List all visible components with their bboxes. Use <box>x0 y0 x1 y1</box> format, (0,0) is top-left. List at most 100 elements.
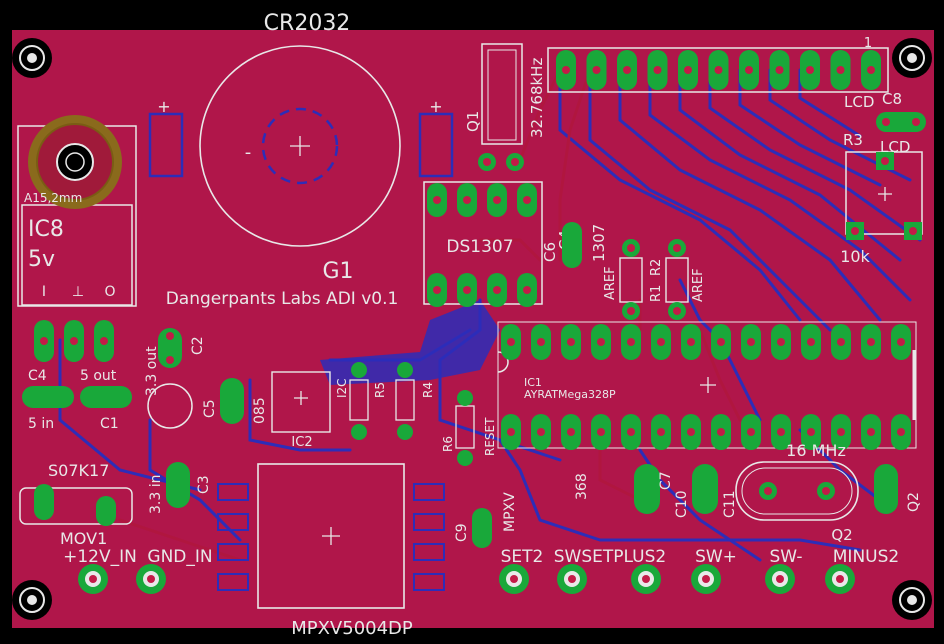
lcd-header-pin-drill <box>684 66 692 74</box>
lcd-header-pin-drill <box>562 66 570 74</box>
rtc-pin-drill <box>463 196 471 204</box>
label-368: 368 <box>574 473 590 500</box>
rtc-pin-drill <box>523 196 531 204</box>
lcd-header-pin-drill <box>623 66 631 74</box>
crystal-q1: Q1 32.768kHz <box>464 43 546 171</box>
cap-3v3-in-label: 3.3 in <box>148 475 164 514</box>
mcu-pin-drill <box>867 338 875 346</box>
regulator-ic8: A15,2mm IC8 5v I ⊥ O <box>17 115 137 362</box>
crystal-q2-cluster: 368 C7 C10 C11 16 MHz Q2 Q2 <box>574 441 922 544</box>
lcd-header-pin-drill <box>714 66 723 74</box>
lcd-header-pin-drill <box>745 66 753 74</box>
battery-plus-right: + <box>429 97 442 116</box>
connector-label: MINUS2 <box>833 547 899 567</box>
mcu-pin-drill <box>537 428 545 436</box>
mcu-pin-drill <box>627 338 635 346</box>
connector-drill <box>642 575 650 583</box>
pot-value: 10k <box>840 247 870 266</box>
regulator-dim: A15,2mm <box>24 191 82 205</box>
lcd-header-pin-drill <box>806 66 814 74</box>
rtc-pin-drill <box>463 286 471 294</box>
cap-c9-label: C9 <box>454 523 470 542</box>
rtc-ds1307: DS1307 C6 C4 1307 <box>423 181 608 307</box>
lcd-header-pin-drill <box>775 66 784 74</box>
r4-label: R4 <box>421 382 435 398</box>
cap-c2-label: C2 <box>190 336 206 355</box>
regulator-pin-out: O <box>104 284 115 300</box>
ic2-cluster: IC2 I2C R5 R4 R6 RESET <box>271 362 497 466</box>
lcd-cap-c8: C8 <box>882 90 902 108</box>
connector-label: SWSETPLUS2 <box>554 547 666 567</box>
mcu-pin-drill <box>657 428 665 436</box>
reset-label: RESET <box>483 417 497 456</box>
cap-c4-left-label: C4 <box>28 368 47 384</box>
rtc-pin-drill <box>493 196 501 204</box>
cap-c3-label: C3 <box>196 475 212 494</box>
mcu-pin-drill <box>627 428 635 436</box>
cap-c5-label: C5 <box>202 399 218 418</box>
battery-name: CR2032 <box>264 11 351 36</box>
battery-plus-left: + <box>157 97 170 116</box>
lcd-header-ref: LCD <box>844 93 874 111</box>
mcu-pin-drill <box>807 338 815 346</box>
mcu-pin-drill <box>537 338 545 346</box>
cap-3v3-out-label: 3.3 out <box>144 346 160 396</box>
cap-c10-label: C10 <box>674 490 690 518</box>
cap-5-in-label: 5 in <box>28 416 54 432</box>
mcu-ic1: IC1 AYRATMega328P <box>497 321 917 450</box>
crystal-q2-ref: Q2 <box>831 526 852 544</box>
battery-holder-g1: CR2032 + + - G1 <box>148 11 454 284</box>
mcu-ref: IC1 <box>524 376 542 389</box>
lcd-pin1-label: 1 <box>864 36 872 51</box>
credit-label: Dangerpants Labs ADI v0.1 <box>166 289 399 309</box>
lcd-pot-r3: R3 LCD 10k <box>840 131 923 266</box>
rtc-label-1307: 1307 <box>590 224 608 262</box>
mcu-pin-drill <box>717 338 725 346</box>
cap-c11-label: C11 <box>722 490 738 518</box>
lcd-header-pin-drill <box>867 66 875 74</box>
mcu-pin-drill <box>657 338 665 346</box>
mcu-pin-drill <box>507 338 515 346</box>
cap-c1-label: C1 <box>100 416 119 432</box>
mounting-hole-bottom-left <box>12 580 52 620</box>
mpxv-label: MPXV <box>502 492 518 532</box>
sensor-name: MPXV5004DP <box>291 618 413 639</box>
label-085: 085 <box>252 397 268 424</box>
connector-label: SET2 <box>501 547 544 567</box>
rtc-cap-c6: C6 <box>541 242 559 262</box>
caps-left-cluster: C2 3.3 out C5 085 C4 5 out 5 in C1 3.3 i… <box>22 328 268 514</box>
aref-label-left: AREF <box>603 266 618 300</box>
mcu-pin-drill <box>597 338 605 346</box>
lcd-header: 1 LCD C8 <box>547 36 926 132</box>
mcu-pin-drill <box>837 338 845 346</box>
crystal-q1-ref: Q1 <box>464 111 482 132</box>
connector-label: +12V_IN <box>63 547 137 567</box>
mcu-name: AYRATMega328P <box>524 388 616 401</box>
regulator-pin-in: I <box>42 284 46 300</box>
pressure-sensor: MPXV5004DP C9 MPXV <box>217 463 518 639</box>
connector-drill <box>836 575 844 583</box>
regulator-ref: IC8 <box>28 217 64 242</box>
cap-c7-label: C7 <box>658 471 674 490</box>
cap-5-out-label: 5 out <box>80 368 117 384</box>
resistors-r1-r2: AREF R1 R2 AREF <box>603 239 706 320</box>
crystal-q1-value: 32.768kHz <box>528 58 546 138</box>
mcu-pin-drill <box>597 428 605 436</box>
connector-drill <box>568 575 576 583</box>
rtc-pin-drill <box>433 196 441 204</box>
connector-drill <box>510 575 518 583</box>
crystal-q2-value: 16 MHz <box>786 441 846 460</box>
mcu-pin-drill <box>567 338 575 346</box>
q2-label-right: Q2 <box>906 492 922 512</box>
mounting-hole-bottom-right <box>892 580 932 620</box>
connector-drill <box>89 575 97 583</box>
mcu-pin-drill <box>897 428 905 436</box>
connector-label: SW+ <box>695 547 737 567</box>
mcu-pin-drill <box>717 428 725 436</box>
mcu-pin-drill <box>567 428 575 436</box>
rtc-pin-drill <box>433 286 441 294</box>
mcu-pin-drill <box>837 428 845 436</box>
aref-label-right: AREF <box>691 268 706 302</box>
bottom-pour-patch <box>320 300 500 385</box>
